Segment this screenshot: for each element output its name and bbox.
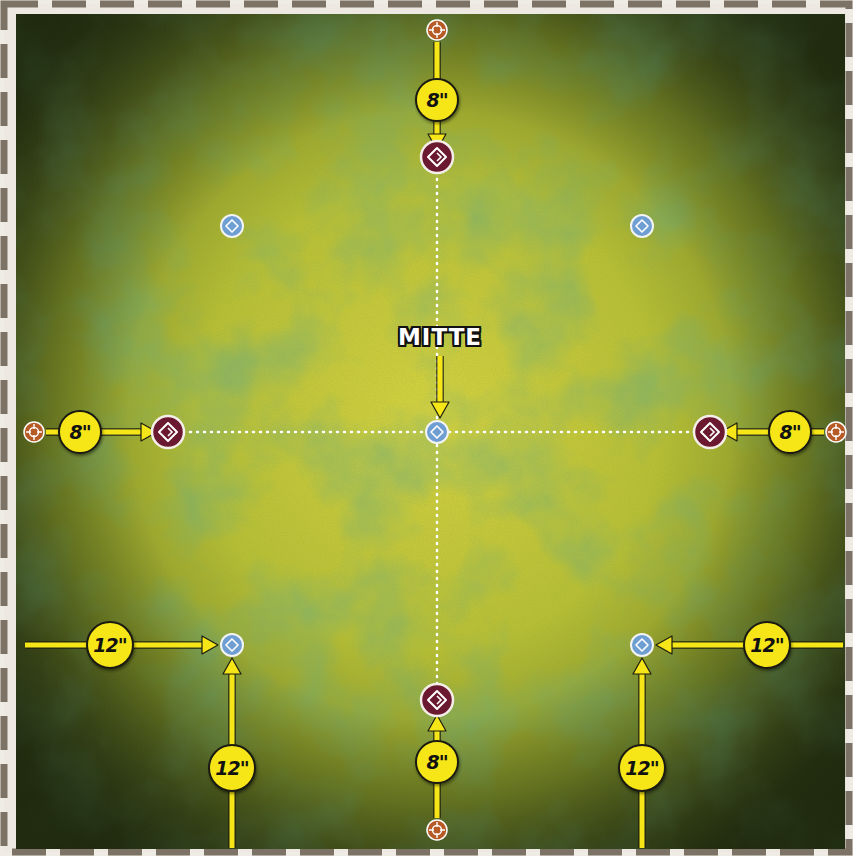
distance-badge: 12" [743,621,791,669]
secondary-marker [221,215,653,656]
board-ground [16,14,845,849]
distance-value: 12" [750,636,783,655]
distance-badge: 12" [208,744,256,792]
distance-badge: 12" [86,621,134,669]
objective-marker [152,141,726,716]
centre-line [183,172,696,686]
distance-badge: 12" [618,744,666,792]
distance-value: 8" [779,423,800,442]
distance-value: 12" [93,636,126,655]
distance-value: 12" [625,759,658,778]
distance-badge: 8" [415,740,459,784]
distance-value: 8" [426,753,447,772]
distance-badge: 8" [58,410,102,454]
measure-arrow [25,42,843,848]
distance-value: 12" [215,759,248,778]
board-frame [4,4,849,852]
distance-badge: 8" [768,410,812,454]
distance-value: 8" [426,91,447,110]
distance-value: 8" [69,423,90,442]
edge-marker [24,20,846,840]
centre-label: MITTE [398,324,482,350]
distance-badge: 8" [415,78,459,122]
